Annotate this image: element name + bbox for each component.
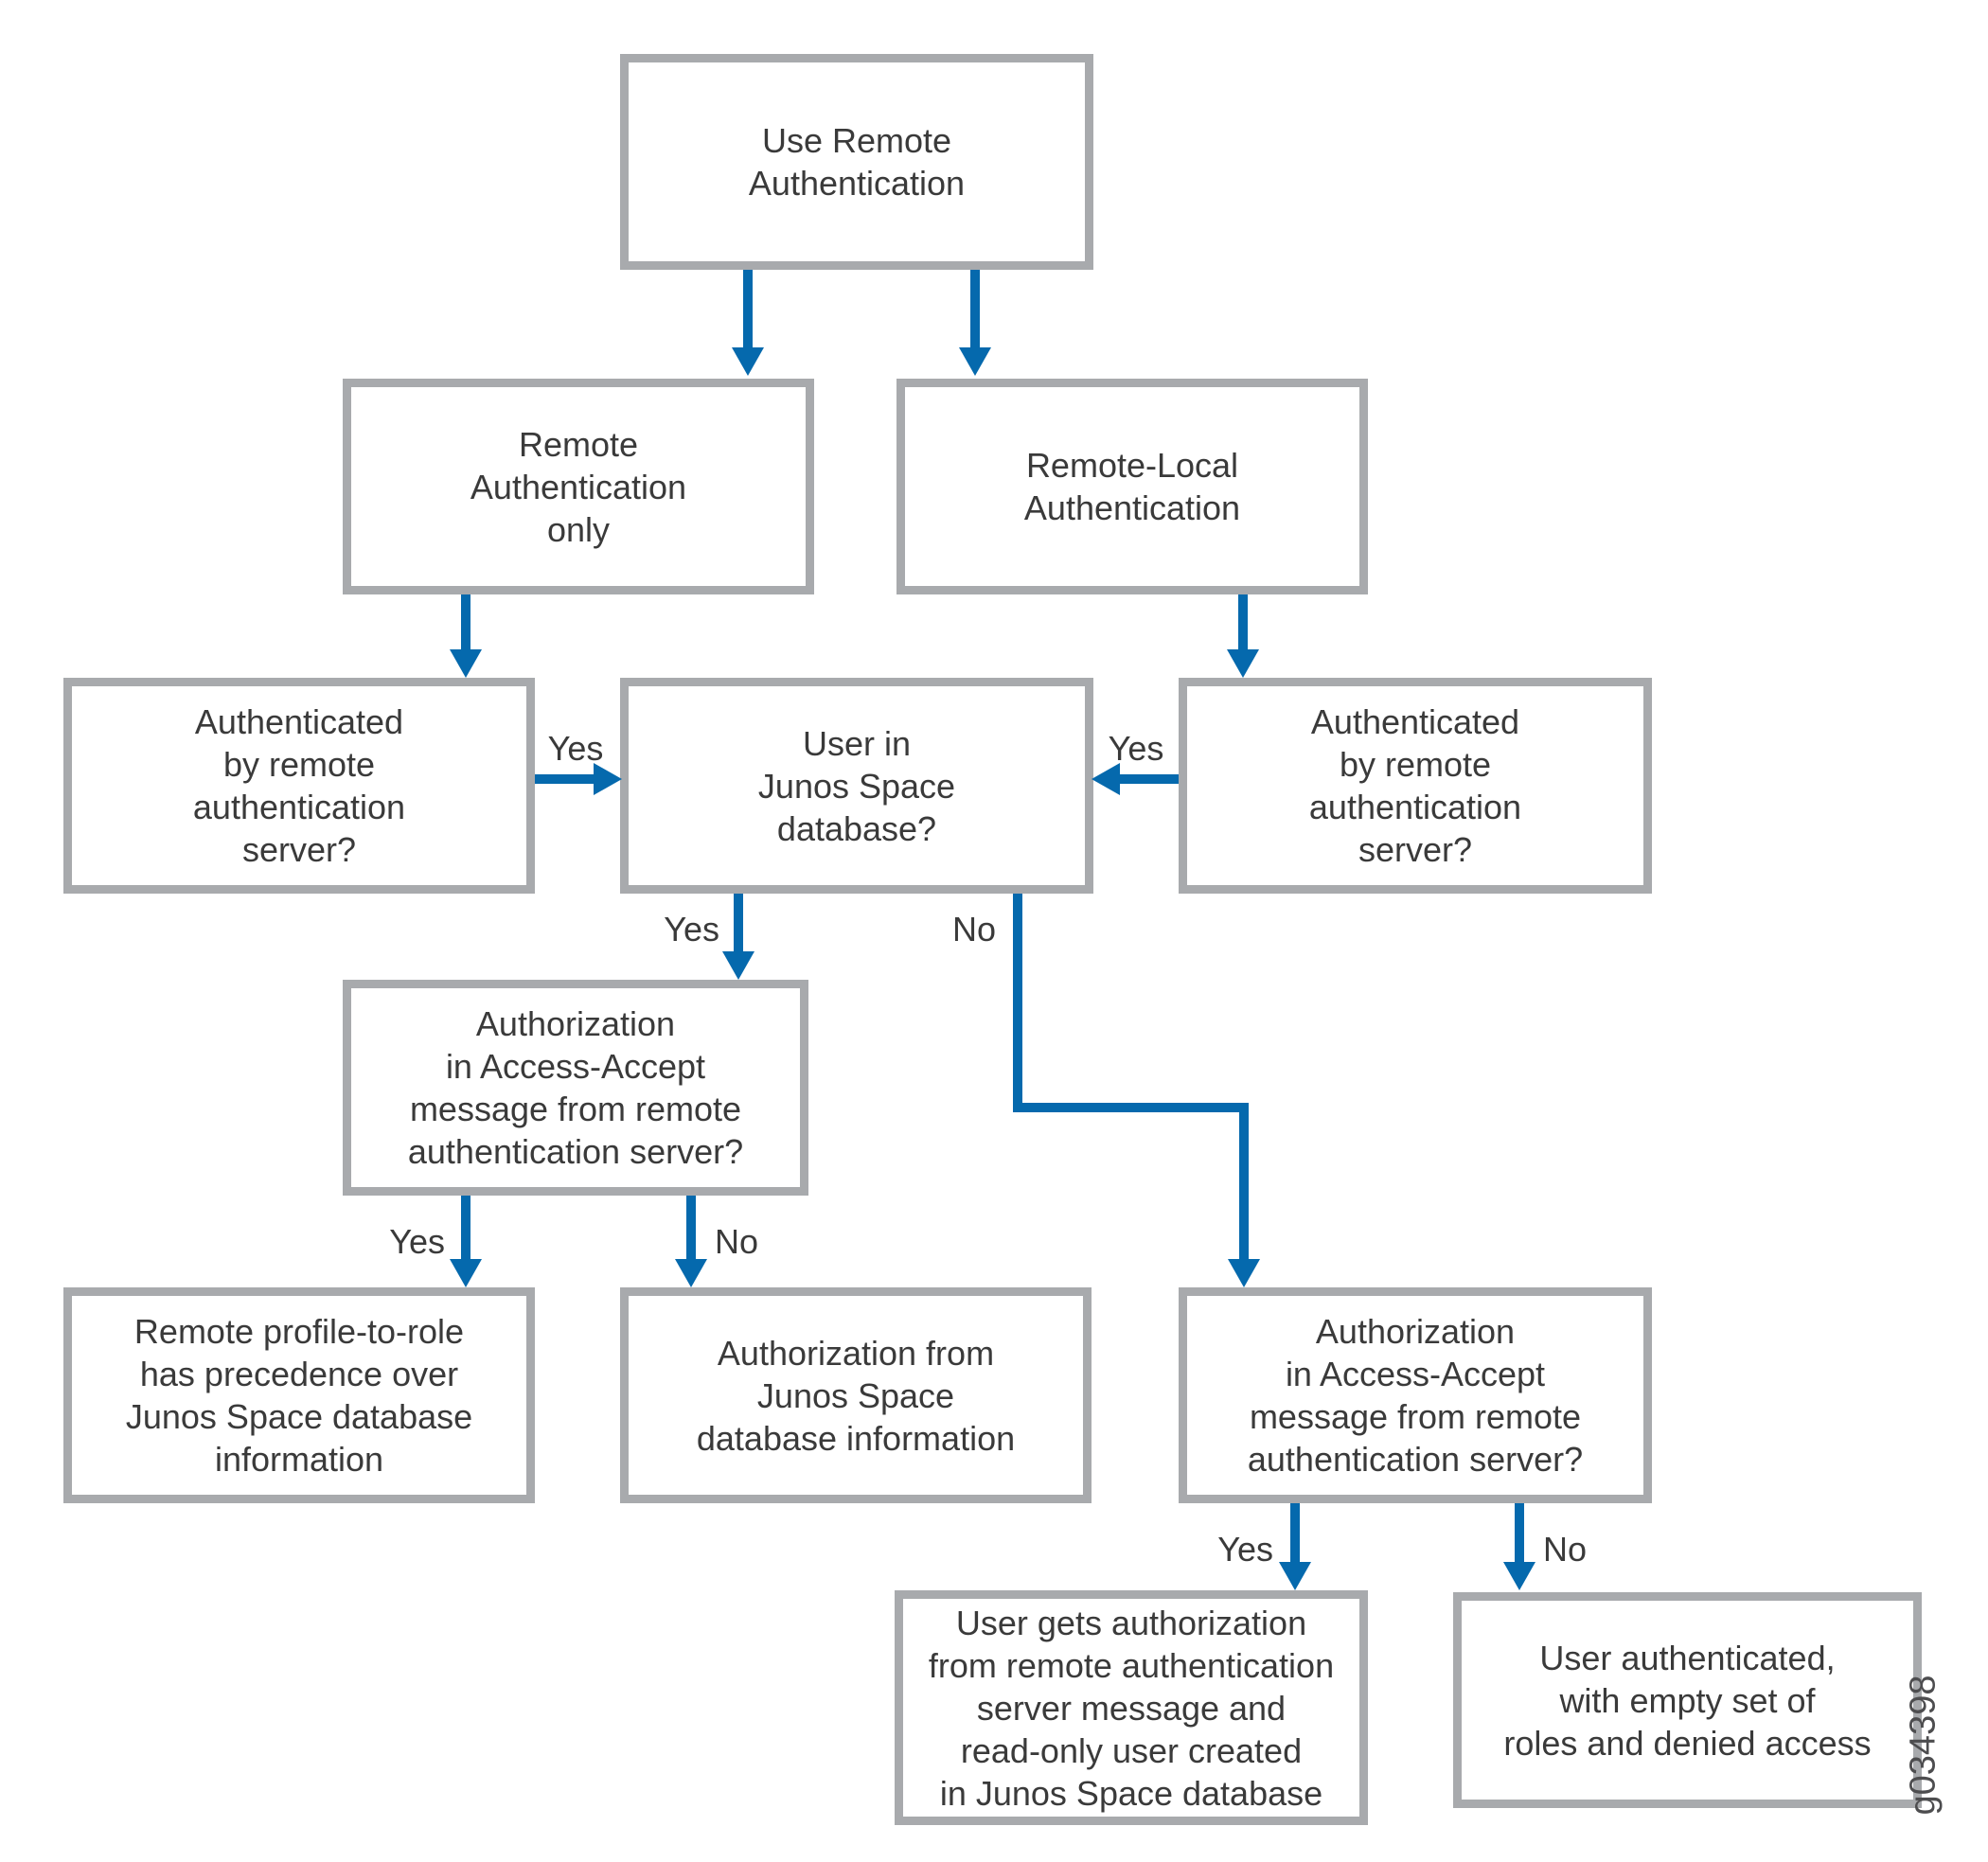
node-remote-authentication-only: Remote Authentication only [343, 379, 814, 594]
node-label: Remote Authentication only [470, 424, 687, 549]
node-label: Remote-Local Authentication [1023, 446, 1241, 527]
arrow-yes-authorization-right-to-user-gets-authorization [1290, 1503, 1300, 1564]
figure-id-text: g034398 [1903, 1675, 1944, 1815]
arrow-no-authorization-right-to-user-authenticated-empty [1515, 1503, 1524, 1564]
node-label: Authorization in Access-Accept message f… [1247, 1312, 1584, 1479]
arrow-no-user-in-junos-elbow-down [1013, 894, 1022, 1112]
arrowhead-down-icon [722, 951, 754, 980]
arrow-yes-authorization-left-to-remote-profile [461, 1196, 470, 1261]
node-authenticated-by-remote-right: Authenticated by remote authentication s… [1179, 678, 1652, 894]
arrowhead-down-icon [732, 347, 764, 376]
arrowhead-right-icon [594, 763, 622, 795]
arrowhead-down-icon [1227, 649, 1259, 678]
node-remote-profile-to-role-precedence: Remote profile-to-role has precedence ov… [63, 1287, 535, 1503]
node-label: Remote profile-to-role has precedence ov… [125, 1312, 473, 1479]
node-label: User authenticated, with empty set of ro… [1503, 1638, 1872, 1763]
node-remote-local-authentication: Remote-Local Authentication [896, 379, 1368, 594]
arrow-yes-user-in-junos-to-authorization-left [734, 894, 743, 953]
node-label: Authenticated by remote authentication s… [1308, 702, 1522, 869]
arrowhead-down-icon [450, 1259, 482, 1287]
arrow-use-remote-to-remote-local [970, 270, 980, 347]
node-authorization-access-accept-left: Authorization in Access-Accept message f… [343, 980, 808, 1196]
arrow-remote-local-to-authenticated-right [1238, 594, 1248, 651]
arrow-no-user-in-junos-elbow-to-authorization-right [1239, 1103, 1249, 1261]
edge-label-yes: Yes [1108, 729, 1164, 768]
edge-label-no: No [715, 1222, 759, 1261]
arrowhead-down-icon [1279, 1562, 1311, 1590]
arrowhead-down-icon [675, 1259, 707, 1287]
arrowhead-down-icon [959, 347, 991, 376]
arrowhead-down-icon [1503, 1562, 1535, 1590]
figure-id: g034398 [1901, 1674, 1946, 1816]
arrow-remote-auth-only-to-authenticated-left [461, 594, 470, 651]
arrow-yes-authenticated-right-to-user-in-junos [1120, 774, 1179, 784]
edge-label-no: No [1543, 1530, 1588, 1569]
node-authorization-from-junos-database: Authorization from Junos Space database … [620, 1287, 1092, 1503]
edge-label-no: No [951, 910, 996, 949]
arrow-no-authorization-left-to-junos-db-authorization [686, 1196, 696, 1261]
node-authenticated-by-remote-left: Authenticated by remote authentication s… [63, 678, 535, 894]
node-user-in-junos-space-database: User in Junos Space database? [620, 678, 1093, 894]
node-label: Use Remote Authentication [748, 121, 966, 203]
node-label: User in Junos Space database? [757, 723, 956, 848]
node-label: Authorization from Junos Space database … [696, 1333, 1016, 1458]
node-user-authenticated-empty-roles: User authenticated, with empty set of ro… [1453, 1592, 1922, 1808]
node-authorization-access-accept-right: Authorization in Access-Accept message f… [1179, 1287, 1652, 1503]
edge-label-yes: Yes [389, 1222, 445, 1261]
edge-label-yes: Yes [664, 910, 719, 949]
edge-label-yes: Yes [1217, 1530, 1273, 1569]
arrowhead-down-icon [1228, 1259, 1260, 1287]
node-label: Authenticated by remote authentication s… [192, 702, 406, 869]
node-label: Authorization in Access-Accept message f… [407, 1004, 744, 1171]
arrow-no-user-in-junos-elbow-across [1013, 1103, 1249, 1112]
arrow-use-remote-to-remote-auth-only [743, 270, 753, 347]
arrow-yes-authenticated-left-to-user-in-junos [535, 774, 594, 784]
arrowhead-left-icon [1092, 763, 1120, 795]
edge-label-yes: Yes [547, 729, 604, 768]
node-user-gets-authorization-read-only: User gets authorization from remote auth… [895, 1590, 1368, 1825]
node-use-remote-authentication: Use Remote Authentication [620, 54, 1093, 270]
node-label: User gets authorization from remote auth… [928, 1603, 1335, 1813]
arrowhead-down-icon [450, 649, 482, 678]
